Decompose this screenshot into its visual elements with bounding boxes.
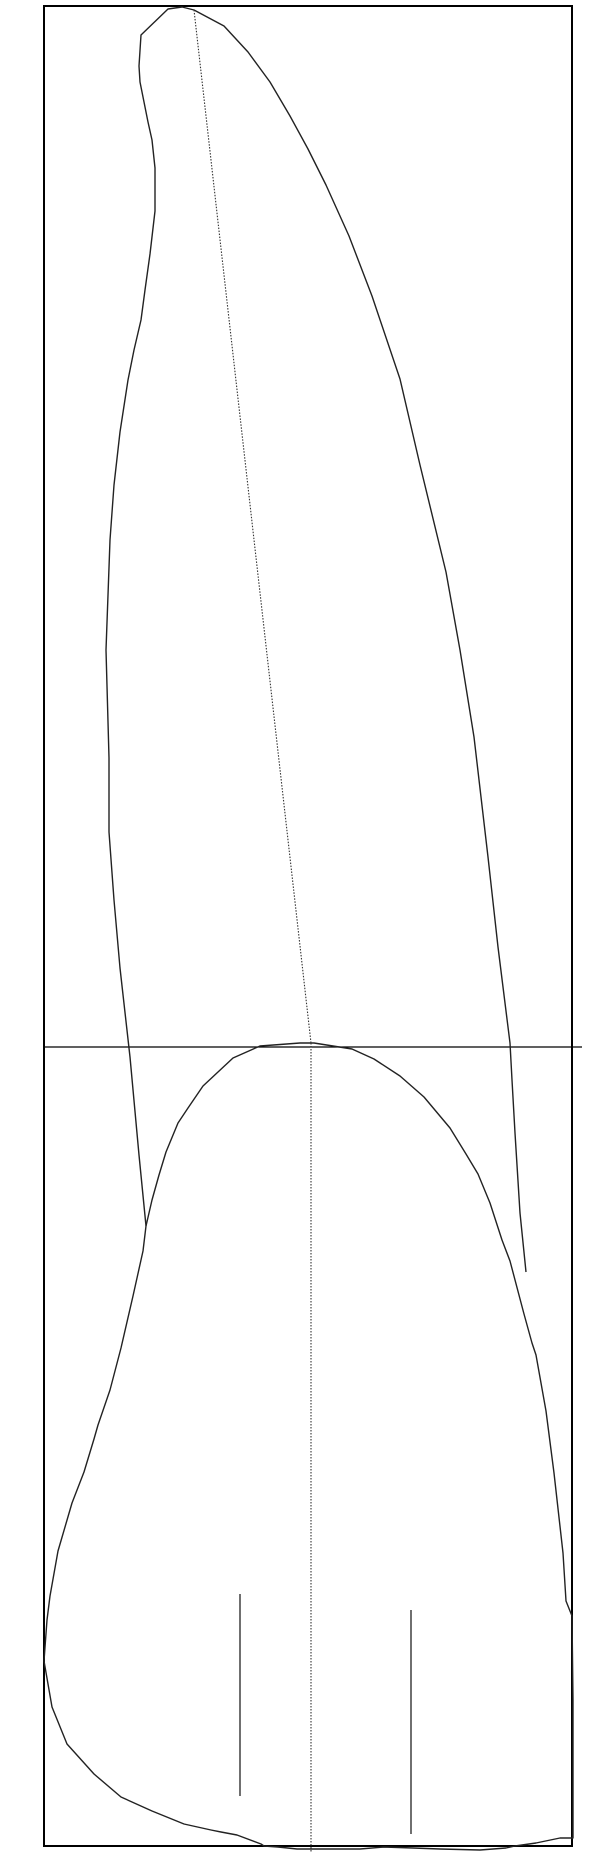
root-outline [105, 6, 527, 1273]
crown-outline [43, 1042, 574, 1851]
root-dotted-axis [193, 9, 312, 1044]
frame [43, 5, 573, 1847]
